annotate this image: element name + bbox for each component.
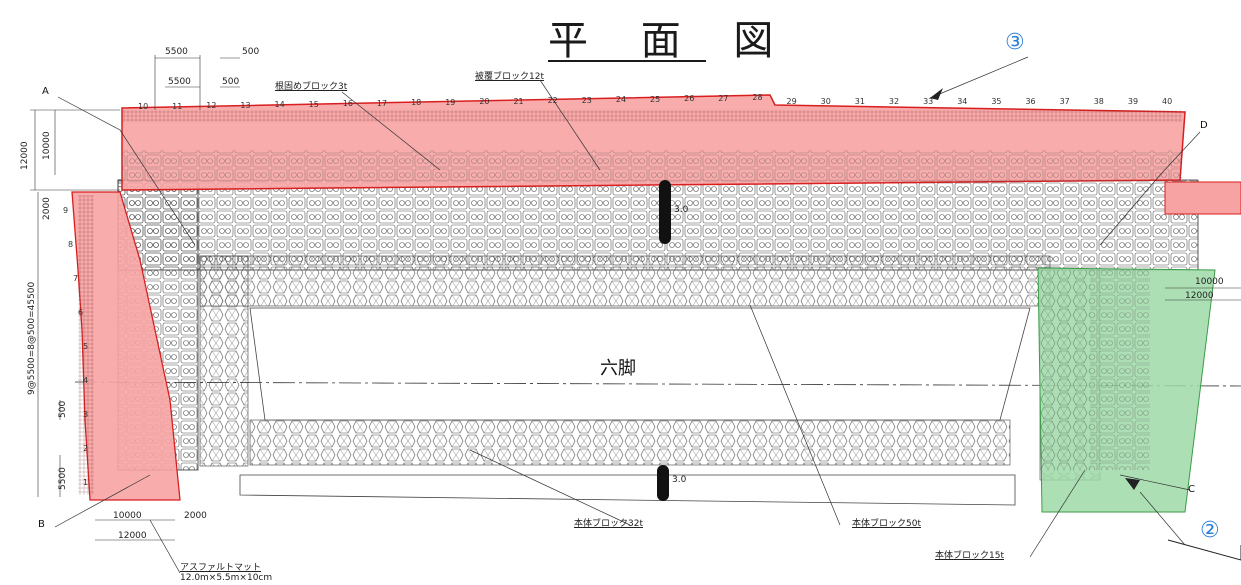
top-number: 36: [1025, 97, 1036, 106]
hex-ring-top: [199, 255, 1051, 307]
dim-top-500-a: 500: [242, 47, 260, 57]
dim-top-500-b: 500: [222, 77, 240, 87]
marker-bottom: [657, 465, 669, 501]
top-number: 27: [718, 93, 729, 103]
dim-mid-bottom: 3.0: [672, 475, 687, 485]
top-number: 39: [1127, 97, 1139, 106]
left-number: 4: [83, 376, 89, 385]
top-number: 34: [957, 97, 968, 106]
marker-top: [659, 180, 671, 244]
bottom-strip: [239, 474, 1016, 506]
dim-left-12000: 12000: [20, 141, 30, 170]
label-hontai50: 本体ブロック50t: [852, 519, 921, 529]
top-number: 18: [411, 98, 422, 107]
dim-left-5500: 5500: [58, 467, 68, 490]
callout-2: ②: [1200, 518, 1220, 543]
top-number: 28: [752, 93, 763, 102]
dim-right-10000: 10000: [1195, 277, 1224, 287]
left-number: 6: [78, 308, 84, 317]
top-number: 10: [138, 102, 149, 111]
top-number: 16: [342, 99, 353, 108]
edge-label-c: C: [1188, 484, 1195, 495]
left-number: 2: [83, 444, 89, 453]
top-number: 29: [786, 97, 797, 106]
top-number: 21: [513, 96, 524, 106]
title-underline: [548, 60, 706, 62]
label-asphalt-size: 12.0m×5.5m×10cm: [180, 573, 273, 583]
top-number: 37: [1059, 97, 1070, 106]
dim-right-12000: 12000: [1185, 291, 1214, 301]
dim-top-5500-b: 5500: [168, 77, 191, 87]
top-number: 40: [1162, 97, 1173, 106]
top-number: 11: [172, 101, 183, 111]
dim-bottom-10000: 10000: [113, 511, 142, 521]
top-number: 32: [888, 97, 900, 106]
top-number: 33: [923, 97, 934, 106]
top-number: 26: [684, 94, 695, 103]
left-number: 1: [83, 478, 89, 487]
dim-left-500: 500: [58, 400, 68, 418]
left-number: 8: [68, 240, 74, 249]
center-label: 六脚: [600, 358, 636, 379]
dim-left-span: 9@5500=8@500=45500: [27, 281, 37, 395]
dim-bottom-12000: 12000: [118, 531, 147, 541]
label-hontai32: 本体ブロック32t: [574, 519, 643, 529]
callout-3: ③: [1005, 30, 1025, 55]
edge-label-d: D: [1200, 120, 1208, 131]
top-number: 20: [479, 97, 490, 106]
body-block-field: [117, 179, 1199, 271]
top-number: 19: [445, 97, 456, 107]
hex-ring-left: [199, 255, 249, 467]
dim-left-2000: 2000: [42, 197, 52, 220]
left-number: 3: [83, 410, 89, 419]
dim-top-5500-a: 5500: [165, 47, 188, 57]
inner-area: [249, 307, 1031, 421]
dim-left-10000: 10000: [42, 131, 52, 160]
top-number: 13: [240, 100, 251, 110]
hex-ring-bottom: [249, 419, 1011, 466]
left-number: 9: [63, 206, 69, 215]
left-number: 5: [83, 342, 89, 351]
dim-mid-top: 3.0: [674, 205, 689, 215]
top-number: 15: [308, 99, 319, 109]
top-number: 12: [206, 101, 217, 110]
top-number: 14: [274, 100, 285, 109]
label-hifuku: 被覆ブロック12t: [475, 72, 544, 82]
label-asphalt: アスファルトマット: [180, 563, 262, 573]
top-number: 24: [615, 95, 627, 104]
label-nekatame: 根固めブロック3t: [275, 82, 348, 92]
top-number: 25: [650, 94, 661, 104]
dim-bottom-2000: 2000: [184, 511, 207, 521]
red-area-right-tab: [1164, 181, 1241, 215]
top-number: 17: [376, 98, 388, 108]
edge-label-b: B: [38, 519, 45, 530]
top-number: 23: [581, 95, 592, 105]
top-number: 22: [547, 96, 558, 105]
page-title: 平 面 図: [548, 18, 794, 64]
top-number: 31: [854, 97, 865, 106]
top-number: 30: [820, 97, 831, 106]
edge-label-a: A: [42, 86, 49, 97]
left-number: 7: [73, 274, 79, 283]
top-number: 35: [991, 97, 1002, 106]
top-number: 38: [1093, 97, 1104, 106]
label-hontai15: 本体ブロック15t: [935, 551, 1004, 561]
